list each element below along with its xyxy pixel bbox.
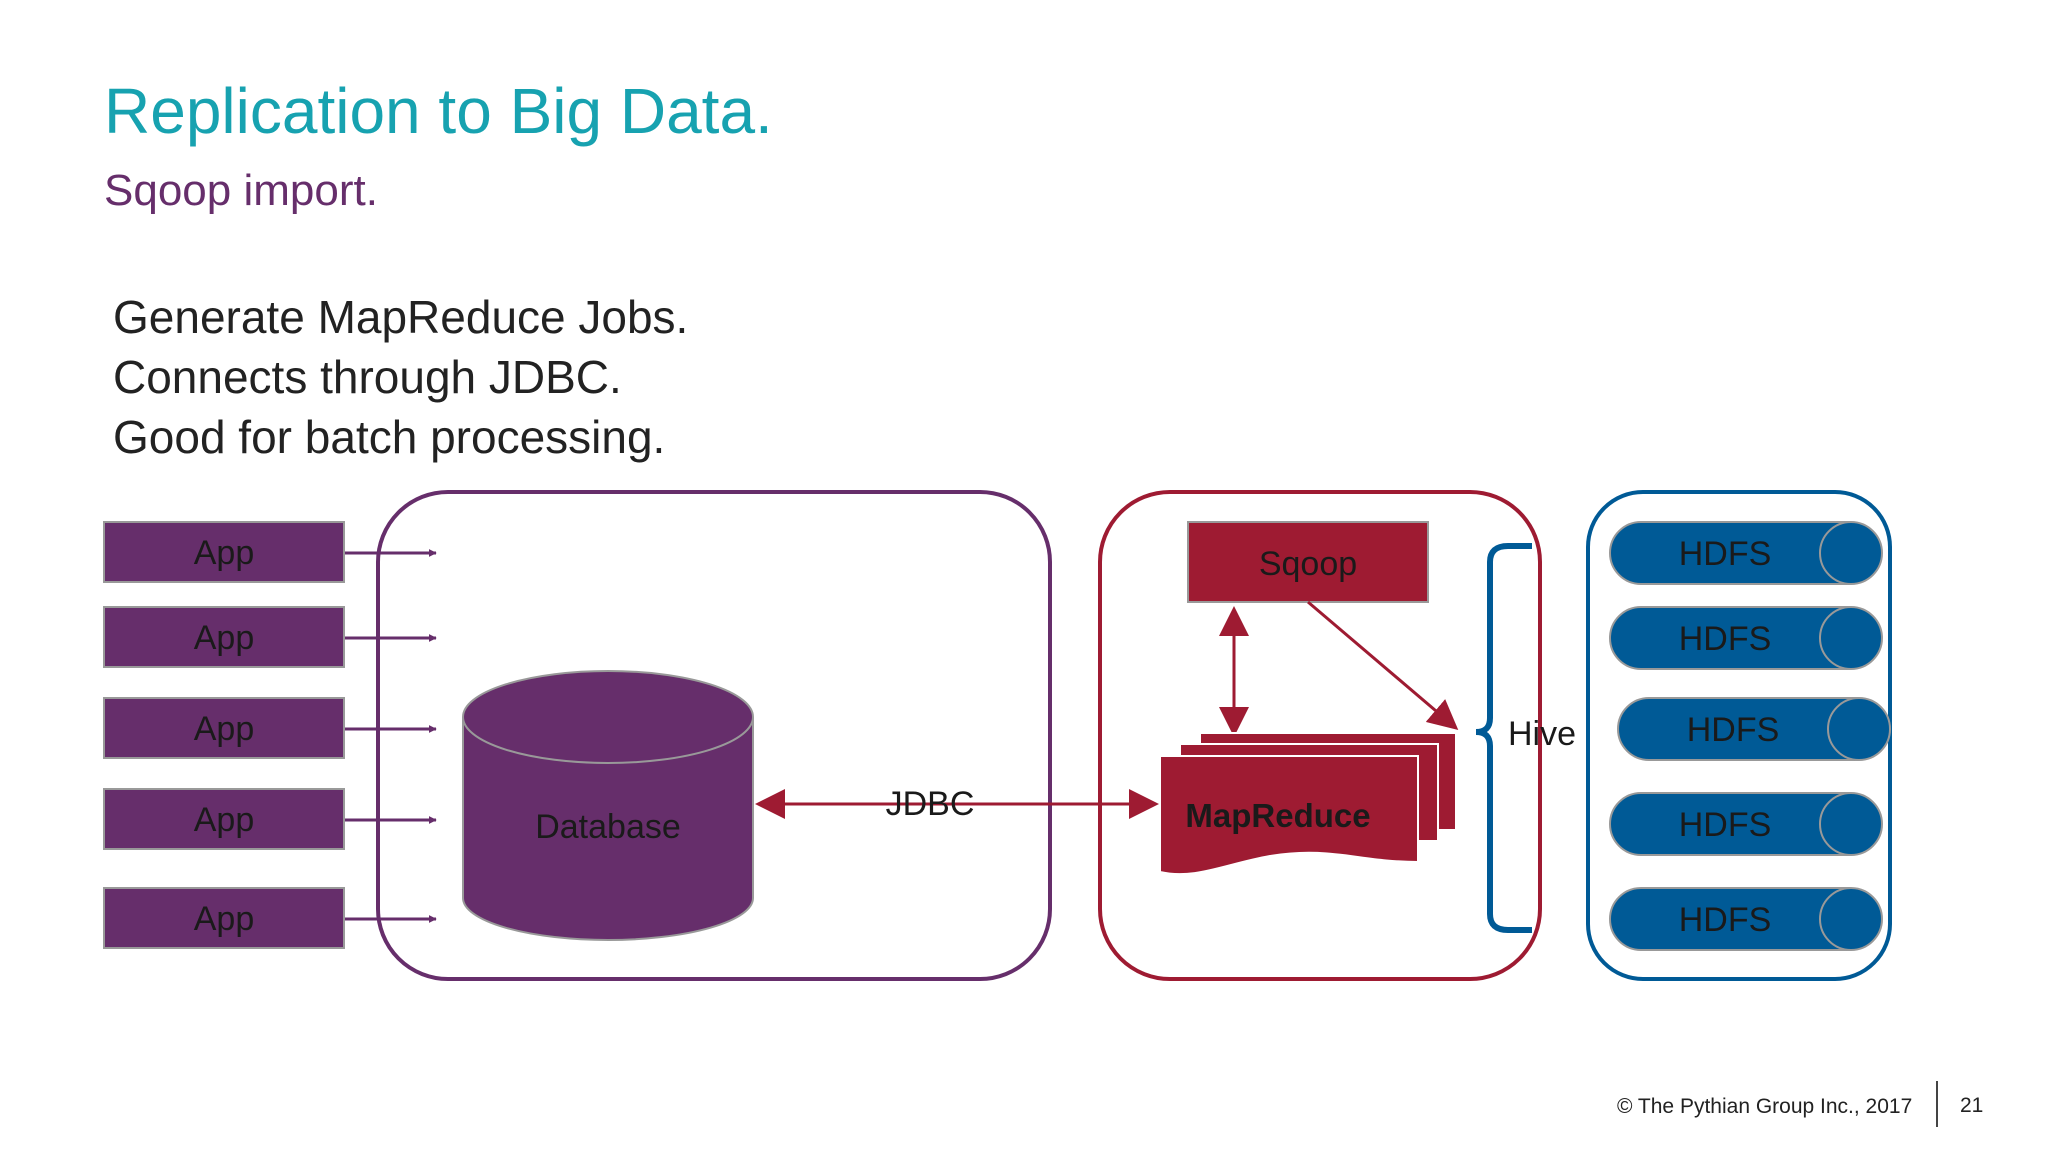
- app-box: App: [103, 606, 345, 668]
- database-container: [376, 490, 1052, 981]
- jdbc-label: JDBC: [886, 785, 975, 823]
- mapreduce-label: MapReduce: [1185, 797, 1370, 834]
- app-box: App: [103, 697, 345, 759]
- hdfs-pill: HDFS: [1609, 887, 1883, 951]
- app-box: App: [103, 887, 345, 949]
- bullet-item: Connects through JDBC.: [113, 351, 622, 403]
- slide-title: Replication to Big Data.: [104, 75, 773, 147]
- hdfs-label: HDFS: [1679, 620, 1772, 658]
- app-label: App: [194, 534, 255, 572]
- sqoop-box: Sqoop: [1187, 521, 1429, 603]
- sqoop-hive-arrow: [1307, 600, 1459, 730]
- footer-divider: [1936, 1081, 1938, 1127]
- app-label: App: [194, 801, 255, 839]
- hdfs-pill: HDFS: [1609, 792, 1883, 856]
- bullet-item: Generate MapReduce Jobs.: [113, 291, 689, 343]
- app-box: App: [103, 521, 345, 583]
- database-label: Database: [535, 808, 681, 846]
- mapreduce-stack-icon: [1159, 732, 1457, 876]
- hive-label: Hive: [1508, 715, 1576, 753]
- app-label: App: [194, 900, 255, 938]
- hdfs-pill: HDFS: [1617, 697, 1891, 761]
- app-label: App: [194, 619, 255, 657]
- hdfs-pill: HDFS: [1609, 606, 1883, 670]
- hdfs-label: HDFS: [1679, 806, 1772, 844]
- hdfs-label: HDFS: [1679, 535, 1772, 573]
- hdfs-label: HDFS: [1687, 711, 1780, 749]
- bullet-item: Good for batch processing.: [113, 411, 666, 463]
- hdfs-pill: HDFS: [1609, 521, 1883, 585]
- slide-subtitle: Sqoop import.: [104, 166, 378, 215]
- page-number: 21: [1960, 1094, 1984, 1117]
- sqoop-container: [1098, 490, 1542, 981]
- app-label: App: [194, 710, 255, 748]
- app-box: App: [103, 788, 345, 850]
- sqoop-label: Sqoop: [1259, 545, 1357, 583]
- database-cylinder-icon: [462, 670, 754, 941]
- hive-brace-icon: [1475, 543, 1532, 933]
- hdfs-label: HDFS: [1679, 901, 1772, 939]
- bullet-list: Generate MapReduce Jobs. Connects throug…: [113, 287, 688, 467]
- footer-copyright: © The Pythian Group Inc., 2017: [1617, 1095, 1913, 1118]
